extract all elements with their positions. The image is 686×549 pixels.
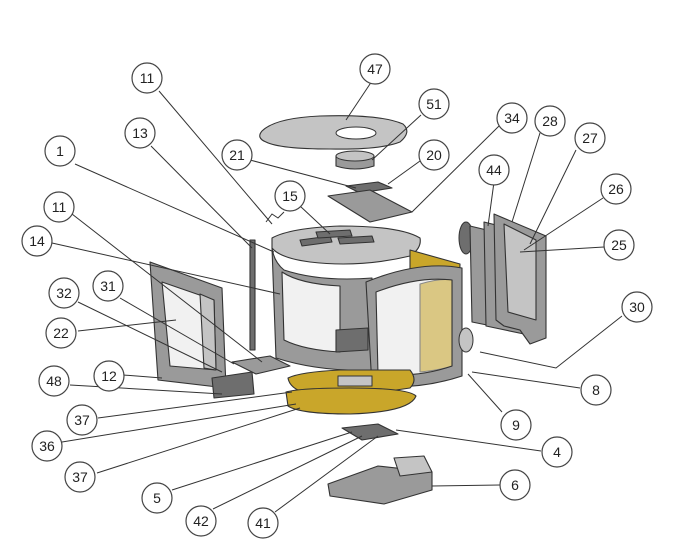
callout-34: 34 xyxy=(496,102,528,134)
svg-text:9: 9 xyxy=(512,417,520,433)
svg-text:42: 42 xyxy=(193,513,209,529)
part-back-outlet xyxy=(458,327,474,353)
callout-32: 32 xyxy=(48,277,80,309)
svg-text:31: 31 xyxy=(100,278,116,294)
svg-text:22: 22 xyxy=(53,325,69,341)
callout-37-upper: 37 xyxy=(66,404,98,436)
part-body-top xyxy=(271,225,421,265)
callout-47: 47 xyxy=(359,53,391,85)
svg-text:48: 48 xyxy=(46,373,62,389)
svg-text:37: 37 xyxy=(74,412,90,428)
callout-11-top: 11 xyxy=(131,62,163,94)
callout-12: 12 xyxy=(93,360,125,392)
callout-13: 13 xyxy=(124,117,156,149)
part-firebox xyxy=(335,327,369,353)
callout-11-left: 11 xyxy=(43,191,75,223)
callout-42: 42 xyxy=(185,505,217,537)
part-ashpan-side xyxy=(393,455,433,477)
svg-text:13: 13 xyxy=(132,125,148,141)
svg-text:6: 6 xyxy=(511,477,519,493)
svg-text:34: 34 xyxy=(504,110,520,126)
part-base-gold-slab xyxy=(285,387,417,415)
svg-text:44: 44 xyxy=(486,162,502,178)
svg-text:1: 1 xyxy=(56,143,64,159)
svg-text:15: 15 xyxy=(282,188,298,204)
svg-text:11: 11 xyxy=(52,199,67,215)
svg-text:51: 51 xyxy=(426,96,442,112)
part-handle-base xyxy=(211,371,255,399)
svg-text:21: 21 xyxy=(229,147,245,163)
callout-15: 15 xyxy=(274,180,306,212)
part-rod xyxy=(249,239,256,351)
part-baffle-plate xyxy=(327,189,413,223)
svg-text:12: 12 xyxy=(101,368,117,384)
callout-30: 30 xyxy=(621,291,653,323)
svg-text:4: 4 xyxy=(553,444,561,460)
svg-text:20: 20 xyxy=(426,147,442,163)
svg-text:8: 8 xyxy=(592,382,600,398)
part-flue-collar-top xyxy=(335,150,375,162)
callout-37-lower: 37 xyxy=(64,461,96,493)
svg-text:37: 37 xyxy=(72,469,88,485)
callout-5: 5 xyxy=(141,482,173,514)
part-base-ashpan-opening xyxy=(337,375,373,387)
callout-28: 28 xyxy=(534,105,566,137)
svg-text:36: 36 xyxy=(39,438,55,454)
part-top-plate-hole xyxy=(335,126,377,140)
svg-text:5: 5 xyxy=(153,490,161,506)
callout-4: 4 xyxy=(541,436,573,468)
callout-48: 48 xyxy=(38,365,70,397)
part-clip-top xyxy=(265,211,285,223)
callout-1: 1 xyxy=(44,135,76,167)
svg-text:28: 28 xyxy=(542,113,558,129)
callout-26: 26 xyxy=(600,173,632,205)
part-door-glass-gold xyxy=(419,278,453,373)
part-bracket-15 xyxy=(315,229,353,239)
callout-20: 20 xyxy=(418,139,450,171)
callout-21: 21 xyxy=(221,139,253,171)
svg-text:47: 47 xyxy=(367,61,383,77)
svg-text:30: 30 xyxy=(629,299,645,315)
callout-51: 51 xyxy=(418,88,450,120)
svg-text:32: 32 xyxy=(56,285,72,301)
callout-36: 36 xyxy=(31,430,63,462)
callout-25: 25 xyxy=(603,229,635,261)
svg-text:14: 14 xyxy=(29,233,45,249)
svg-text:41: 41 xyxy=(255,515,271,531)
callout-9: 9 xyxy=(500,409,532,441)
callout-22: 22 xyxy=(45,317,77,349)
callout-44: 44 xyxy=(478,154,510,186)
callout-14: 14 xyxy=(21,225,53,257)
part-back-frame-inner xyxy=(503,223,537,321)
callout-27: 27 xyxy=(574,122,606,154)
callout-8: 8 xyxy=(580,374,612,406)
part-baffle-bracket xyxy=(345,181,393,194)
svg-text:11: 11 xyxy=(140,70,155,86)
callout-41: 41 xyxy=(247,507,279,539)
part-top-plate xyxy=(259,115,408,150)
svg-text:25: 25 xyxy=(611,237,627,253)
callout-6: 6 xyxy=(499,469,531,501)
svg-text:26: 26 xyxy=(608,181,624,197)
leader-lines xyxy=(51,80,623,513)
svg-text:27: 27 xyxy=(582,130,598,146)
part-grate xyxy=(341,423,399,441)
callout-31: 31 xyxy=(92,270,124,302)
